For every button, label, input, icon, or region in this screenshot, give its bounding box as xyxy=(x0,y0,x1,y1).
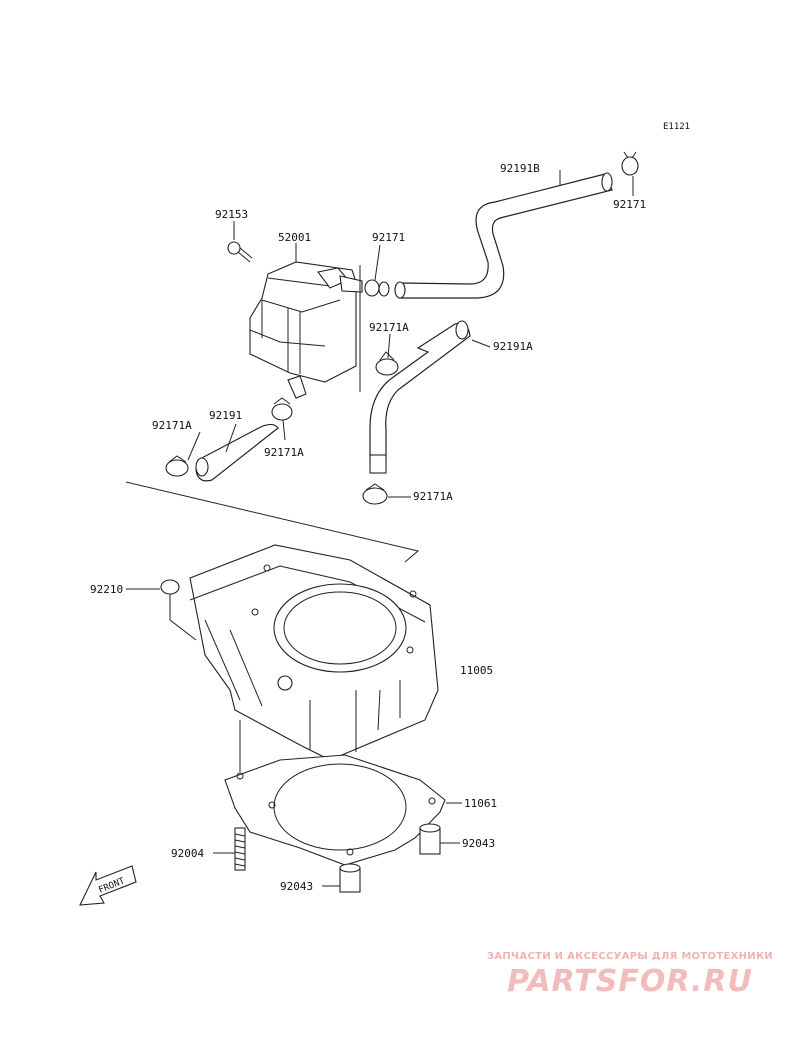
clamp-92171a-left xyxy=(165,455,189,477)
dowel-92043-bottom xyxy=(339,863,361,893)
label-92191: 92191 xyxy=(209,409,242,422)
label-92171a-mid: 92171A xyxy=(369,321,409,334)
nut-92210 xyxy=(160,579,197,641)
label-92153: 92153 xyxy=(215,208,248,221)
clamp-92171-top xyxy=(364,279,390,297)
label-92171-right: 92171 xyxy=(613,198,646,211)
bolt-92153 xyxy=(227,241,253,263)
stud-92004 xyxy=(234,827,246,871)
clamp-92171a-center xyxy=(271,397,293,421)
label-52001: 52001 xyxy=(278,231,311,244)
watermark-logo: PARTSFOR.RU xyxy=(507,964,753,999)
label-92171-top: 92171 xyxy=(372,231,405,244)
label-92171a-center: 92171A xyxy=(264,446,304,459)
label-92191b: 92191B xyxy=(500,162,540,175)
hose-92191 xyxy=(195,423,279,482)
hose-92191a xyxy=(369,320,471,474)
label-92171a-lower: 92171A xyxy=(413,490,453,503)
label-92171a-left: 92171A xyxy=(152,419,192,432)
leader-lines xyxy=(126,170,634,887)
watermark-tagline: ЗАПЧАСТИ И АКСЕССУАРЫ ДЛЯ МОТОТЕХНИКИ xyxy=(486,951,774,962)
clamp-92171-right xyxy=(621,151,639,176)
clamp-92171a-mid xyxy=(375,351,399,376)
clamp-92171a-lower xyxy=(362,483,388,505)
cylinder-11005 xyxy=(189,544,439,761)
dowel-92043-right xyxy=(419,823,441,855)
label-92210: 92210 xyxy=(90,583,123,596)
label-11061: 11061 xyxy=(464,797,497,810)
reservoir-tank-52001 xyxy=(249,261,363,399)
label-92191a: 92191A xyxy=(493,340,533,353)
front-arrow: FRONT xyxy=(79,865,137,906)
frame-line xyxy=(125,481,420,563)
diagram-ref-code: E1121 xyxy=(663,122,690,132)
gasket-11061 xyxy=(224,754,446,866)
label-92004: 92004 xyxy=(171,847,204,860)
label-92043-bottom: 92043 xyxy=(280,880,313,893)
hose-92191b xyxy=(394,172,613,299)
label-11005: 11005 xyxy=(460,664,493,677)
label-92043-right: 92043 xyxy=(462,837,495,850)
